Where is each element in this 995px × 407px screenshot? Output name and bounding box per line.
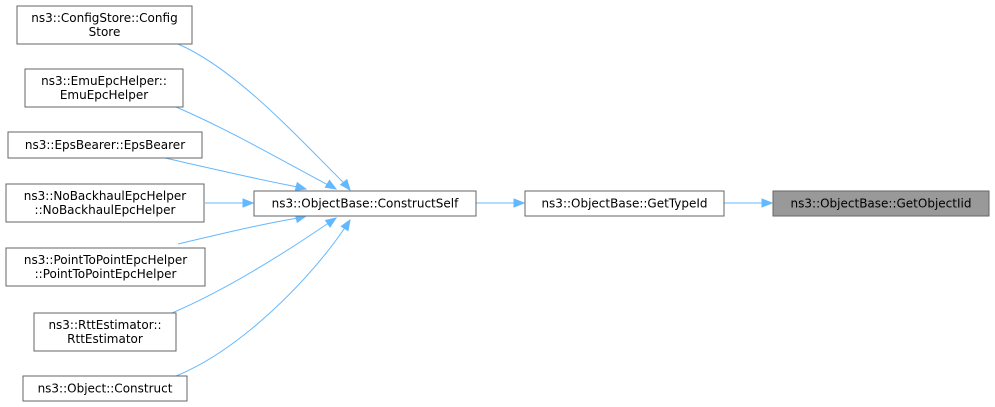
node-label-p2pepchelper: ::PointToPointEpcHelper (35, 267, 177, 281)
node-label-emuepchelper: EmuEpcHelper (60, 88, 148, 102)
node-label-epsbearer: ns3::EpsBearer::EpsBearer (25, 138, 185, 152)
node-label-objectconstruct: ns3::Object::Construct (38, 382, 173, 396)
node-box-emuepchelper[interactable] (24, 68, 184, 108)
node-configstore[interactable]: ns3::ConfigStore::ConfigStore (16, 5, 193, 45)
node-box-rttestimator[interactable] (33, 312, 177, 352)
node-box-configstore[interactable] (16, 5, 193, 45)
node-box-nobackhaul[interactable] (5, 183, 205, 223)
arrowhead-configstore-constructself (339, 178, 351, 192)
node-label-gettypeid: ns3::ObjectBase::GetTypeId (541, 197, 707, 211)
edge-rttestimator-constructself (171, 217, 338, 314)
node-box-objectconstruct[interactable] (22, 375, 188, 402)
edge-line-configstore-constructself (177, 43, 347, 186)
edge-configstore-constructself (177, 43, 351, 192)
arrowhead-epsbearer-constructself (294, 181, 308, 192)
node-label-constructself: ns3::ObjectBase::ConstructSelf (272, 197, 459, 211)
arrowhead-rttestimator-constructself (324, 217, 338, 228)
node-box-epsbearer[interactable] (7, 131, 203, 159)
node-label-rttestimator: RttEstimator (67, 332, 143, 346)
node-box-getobjectiid[interactable] (772, 190, 990, 217)
edge-line-epsbearer-constructself (164, 157, 299, 188)
node-label-rttestimator: ns3::RttEstimator:: (48, 318, 161, 332)
edge-epsbearer-constructself (164, 157, 308, 192)
node-getobjectiid[interactable]: ns3::ObjectBase::GetObjectIid (772, 190, 990, 217)
edge-constructself-gettypeid (476, 198, 526, 208)
arrowhead-objectconstruct-constructself (340, 218, 351, 232)
node-gettypeid[interactable]: ns3::ObjectBase::GetTypeId (524, 190, 725, 217)
node-p2pepchelper[interactable]: ns3::PointToPointEpcHelper::PointToPoint… (5, 247, 206, 287)
node-rttestimator[interactable]: ns3::RttEstimator::RttEstimator (33, 312, 177, 352)
node-label-getobjectiid: ns3::ObjectBase::GetObjectIid (791, 197, 972, 211)
arrowhead-gettypeid-getobjectiid (761, 198, 774, 208)
node-label-nobackhaul: ns3::NoBackhaulEpcHelper (24, 189, 186, 203)
edge-line-objectconstruct-constructself (175, 225, 347, 377)
edge-emuepchelper-constructself (175, 106, 338, 190)
arrowhead-nobackhaul-constructself (242, 198, 255, 208)
arrowhead-constructself-gettypeid (513, 198, 526, 208)
edge-objectconstruct-constructself (175, 218, 351, 377)
node-label-emuepchelper: ns3::EmuEpcHelper:: (41, 74, 167, 88)
node-nobackhaul[interactable]: ns3::NoBackhaulEpcHelper::NoBackhaulEpcH… (5, 183, 205, 223)
node-constructself[interactable]: ns3::ObjectBase::ConstructSelf (253, 190, 477, 217)
node-objectconstruct[interactable]: ns3::Object::Construct (22, 375, 188, 402)
node-epsbearer[interactable]: ns3::EpsBearer::EpsBearer (7, 131, 203, 159)
edge-line-emuepchelper-constructself (175, 106, 331, 187)
node-box-constructself[interactable] (253, 190, 477, 217)
arrowhead-emuepchelper-constructself (324, 179, 338, 190)
node-label-nobackhaul: ::NoBackhaulEpcHelper (35, 203, 176, 217)
node-label-configstore: Store (89, 25, 121, 39)
node-box-gettypeid[interactable] (524, 190, 725, 217)
nodes-layer: ns3::ConfigStore::ConfigStorens3::EmuEpc… (5, 5, 990, 402)
edge-line-rttestimator-constructself (171, 221, 331, 314)
edge-nobackhaul-constructself (205, 198, 255, 208)
node-label-p2pepchelper: ns3::PointToPointEpcHelper (24, 253, 187, 267)
node-emuepchelper[interactable]: ns3::EmuEpcHelper::EmuEpcHelper (24, 68, 184, 108)
node-label-configstore: ns3::ConfigStore::Config (31, 11, 177, 25)
edge-gettypeid-getobjectiid (724, 198, 774, 208)
edge-line-p2pepchelper-constructself (177, 217, 299, 245)
node-box-p2pepchelper[interactable] (5, 247, 206, 287)
